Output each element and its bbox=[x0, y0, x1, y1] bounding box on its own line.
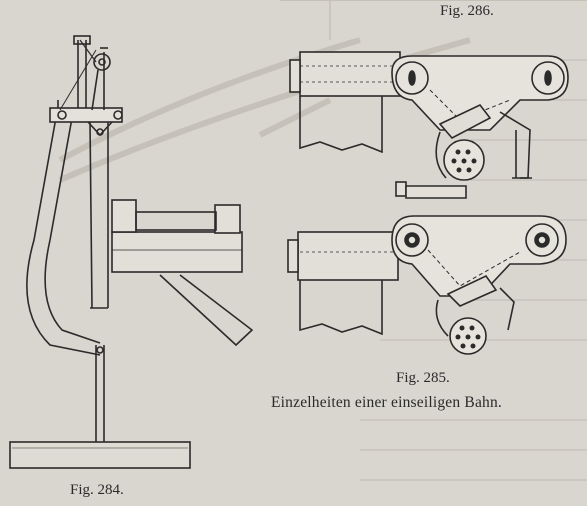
fig285-caption: Fig. 285. bbox=[396, 370, 450, 386]
fig286-caption: Fig. 286. bbox=[440, 3, 494, 19]
fig285-title: Einzelheiten einer einseiligen Bahn. bbox=[271, 394, 503, 411]
fig286-drawing bbox=[289, 51, 569, 181]
fig284-drawing bbox=[9, 35, 254, 469]
fig284-caption: Fig. 284. bbox=[70, 482, 124, 498]
fig285-drawing bbox=[287, 181, 567, 355]
